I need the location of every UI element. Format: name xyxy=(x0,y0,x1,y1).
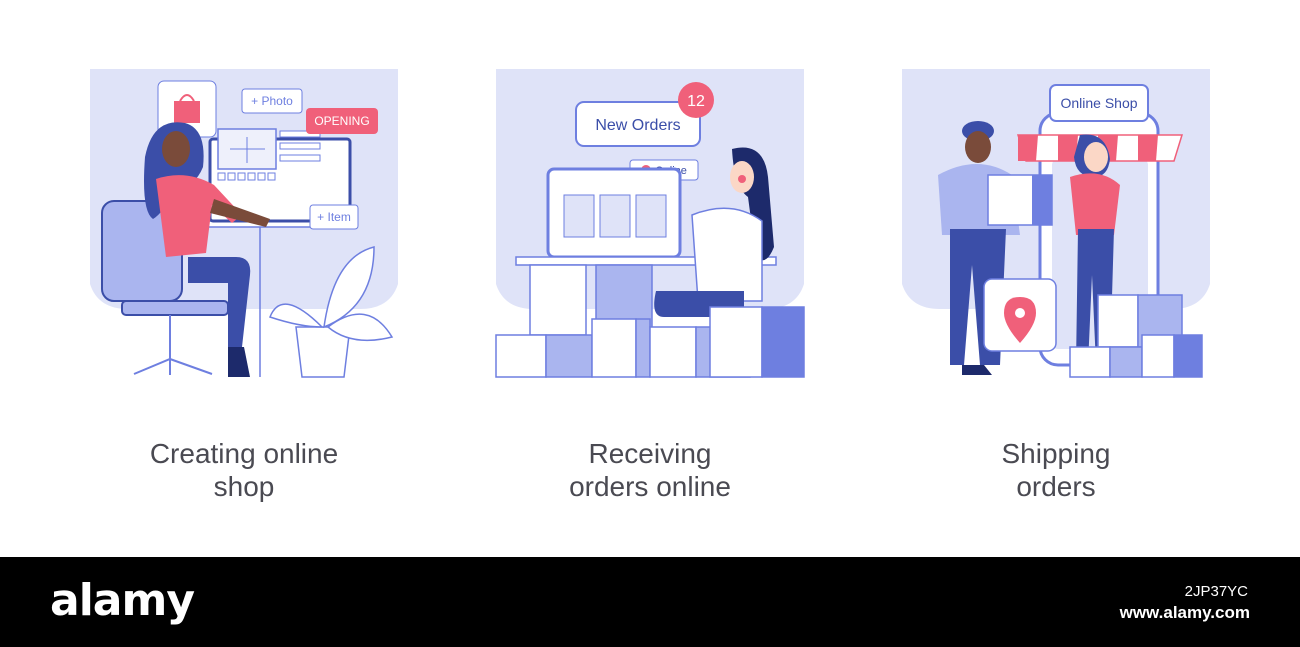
illustration-receiving-orders: New Orders 12 Online xyxy=(495,69,805,379)
new-orders-label: New Orders xyxy=(595,117,680,134)
caption-creating-online-shop: Creating online shop xyxy=(84,437,404,503)
alamy-logo: alamy xyxy=(50,575,195,626)
item-tag-label: + Item xyxy=(317,210,351,224)
caption-line: Receiving xyxy=(588,438,712,469)
caption-line: orders xyxy=(1016,471,1096,502)
caption-line: Creating online xyxy=(149,438,339,469)
stock-footer-bar: alamy 2JP37YC www.alamy.com xyxy=(0,557,1300,647)
location-pin-icon xyxy=(1004,297,1036,343)
caption-shipping-orders: Shipping orders xyxy=(896,437,1216,503)
photo-tag-label: + Photo xyxy=(251,94,293,108)
caption-receiving-orders-online: Receiving orders online xyxy=(490,437,810,503)
illustration-shipping-orders: Online Shop xyxy=(902,69,1210,379)
caption-line: orders online xyxy=(569,471,731,502)
notification-badge xyxy=(678,82,714,118)
creating-shop-illustration: + Photo OPENING + Item xyxy=(90,69,398,378)
site-url: www.alamy.com xyxy=(1119,603,1250,622)
shopping-bag-icon xyxy=(174,101,200,123)
caption-line: Shipping xyxy=(1001,438,1111,469)
receiving-orders-illustration: New Orders 12 Online xyxy=(495,69,805,378)
badge-count: 12 xyxy=(687,93,705,110)
image-id: 2JP37YC xyxy=(1184,583,1248,600)
shipping-orders-illustration: Online Shop xyxy=(902,69,1210,378)
opening-badge-label: OPENING xyxy=(314,114,369,128)
online-shop-sign-label: Online Shop xyxy=(1060,95,1137,111)
caption-line: shop xyxy=(213,471,275,502)
illustration-creating-online-shop: + Photo OPENING + Item xyxy=(90,69,398,379)
